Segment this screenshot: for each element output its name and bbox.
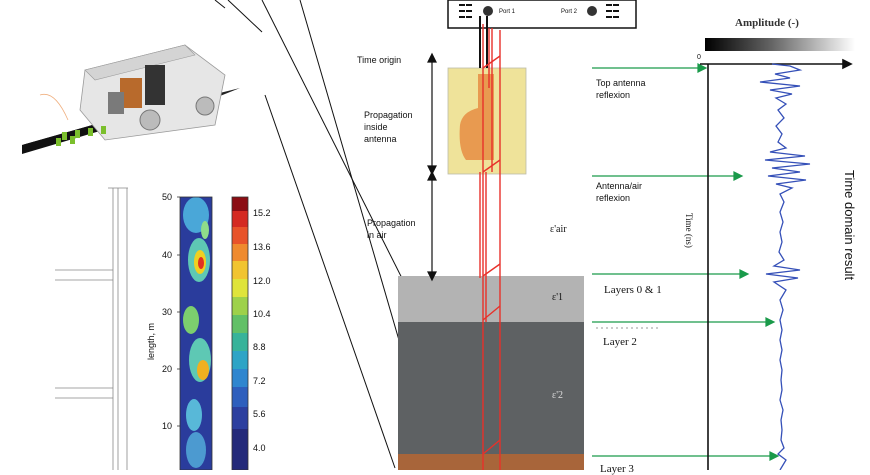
layers-01-label: Layers 0 & 1 xyxy=(604,284,662,296)
top-antenna-line1: Top antenna xyxy=(596,78,646,88)
layer-3-label: Layer 3 xyxy=(600,463,634,475)
amplitude-label: Amplitude (-) xyxy=(735,17,799,29)
antenna-air-line1: Antenna/air xyxy=(596,181,643,191)
antenna-air-line2: reflexion xyxy=(596,193,631,203)
time-domain-result-label: Time domain result xyxy=(842,170,857,281)
vna-device xyxy=(447,0,637,29)
layer-2-label: Layer 2 xyxy=(603,336,637,348)
eps-2-label: ε'2 xyxy=(552,390,564,401)
propagation-antenna-line2: inside xyxy=(364,122,388,132)
vna-port2-label: Port 2 xyxy=(561,9,578,15)
time-origin-label: Time origin xyxy=(357,55,402,65)
reflection-arrows xyxy=(592,63,780,461)
heatmap-ytick-20: 20 xyxy=(162,364,173,374)
heatmap-ytick-50: 50 xyxy=(162,192,173,202)
colorbar-tick-4-0: 4.0 xyxy=(253,443,266,453)
horn-antenna xyxy=(447,67,527,175)
colorbar-tick-10-4: 10.4 xyxy=(253,309,271,319)
colorbar-tick-13-6: 13.6 xyxy=(253,242,271,252)
time-axis-label: Time (ns) xyxy=(684,213,694,248)
survey-vehicle-illustration xyxy=(22,44,240,154)
heatmap xyxy=(179,196,213,470)
eps-air-label: ε'air xyxy=(550,224,567,235)
propagation-air-line2: in air xyxy=(367,230,387,240)
heatmap-ylabel: length, m xyxy=(146,322,156,360)
heatmap-ytick-10: 10 xyxy=(162,421,173,431)
colorbar xyxy=(231,196,249,470)
feed-cables xyxy=(479,16,488,68)
eps-1-label: ε'1 xyxy=(552,292,564,303)
pointer-lines xyxy=(214,0,423,469)
vna-port1-label: Port 1 xyxy=(499,9,516,15)
colorbar-tick-12-0: 12.0 xyxy=(253,276,271,286)
propagation-antenna-line3: antenna xyxy=(364,134,397,144)
heatmap-ytick-30: 30 xyxy=(162,307,173,317)
amplitude-colorbar xyxy=(705,38,855,51)
soil-layers xyxy=(398,276,584,470)
colorbar-tick-7-2: 7.2 xyxy=(253,376,266,386)
building-sketch xyxy=(55,187,128,470)
top-antenna-line2: reflexion xyxy=(596,90,631,100)
propagation-antenna-line1: Propagation xyxy=(364,110,413,120)
colorbar-tick-15-2: 15.2 xyxy=(253,208,271,218)
axis-zero-label: 0 xyxy=(697,54,701,61)
heatmap-yticks xyxy=(177,196,180,427)
heatmap-ytick-40: 40 xyxy=(162,250,173,260)
waveform-trace xyxy=(759,63,811,470)
ray-paths xyxy=(479,24,501,470)
colorbar-tick-5-6: 5.6 xyxy=(253,409,266,419)
propagation-air-line1: Propagation xyxy=(367,218,416,228)
timeline-arrows xyxy=(427,52,437,282)
colorbar-tick-8-8: 8.8 xyxy=(253,342,266,352)
